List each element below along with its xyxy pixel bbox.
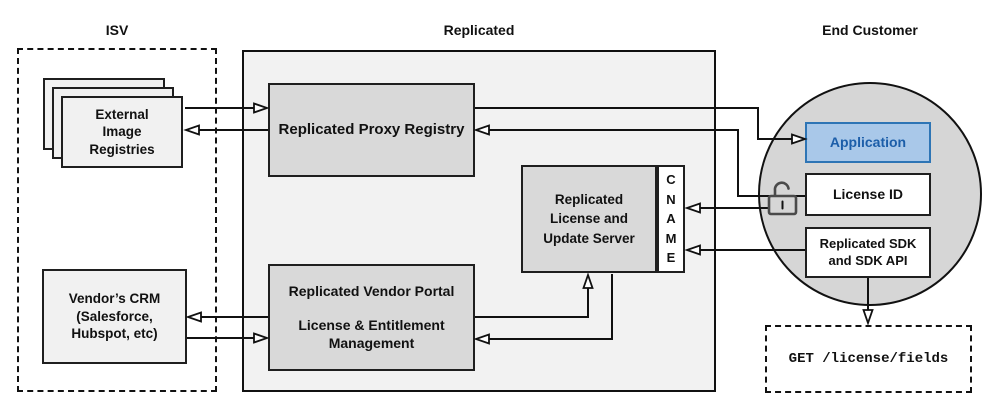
replicated-proxy-registry-node: Replicated Proxy Registry	[268, 83, 475, 177]
vendor-portal-title: Replicated Vendor Portal	[288, 283, 455, 299]
get-license-fields-container	[765, 325, 972, 393]
external-image-registries-node: External Image Registries	[61, 96, 183, 168]
license-update-server-node: Replicated License and Update Server	[521, 165, 657, 273]
replicated-sdk-node: Replicated SDK and SDK API	[805, 227, 931, 278]
end-customer-section-label: End Customer	[822, 22, 918, 38]
vendor-portal-subtitle: License & Entitlement Management	[298, 317, 445, 352]
license-id-node: License ID	[805, 173, 931, 216]
replicated-section-label: Replicated	[443, 22, 515, 38]
cname-node: C N A M E	[657, 165, 685, 273]
vendors-crm-node: Vendor’s CRM (Salesforce, Hubspot, etc)	[42, 269, 187, 364]
get-license-fields-label: GET /license/fields	[788, 351, 949, 367]
application-node: Application	[805, 122, 931, 163]
vendor-portal-node: Replicated Vendor Portal License & Entit…	[268, 264, 475, 371]
isv-section-label: ISV	[105, 22, 129, 38]
